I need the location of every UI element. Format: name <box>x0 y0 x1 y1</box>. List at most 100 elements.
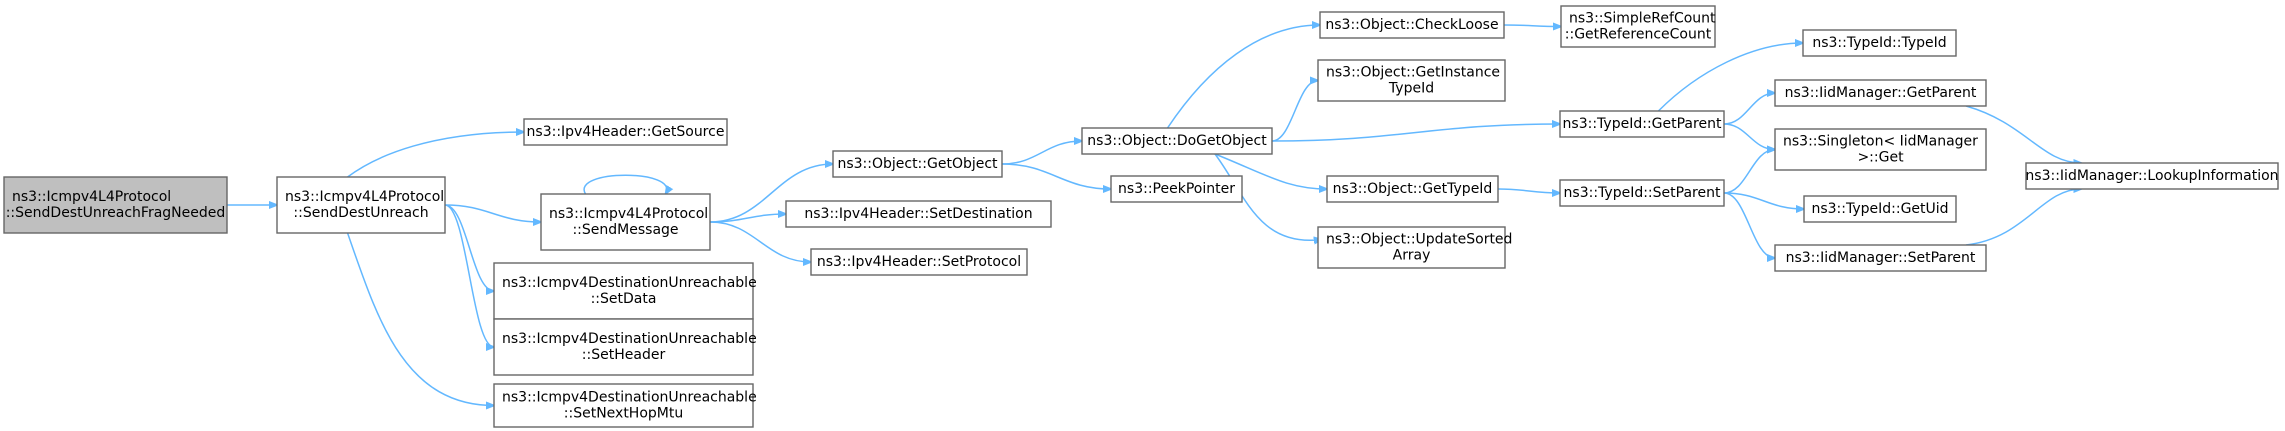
edge-typeIdSetParent-to-getUid <box>1723 192 1804 209</box>
edge-sendMessage-to-setProtocol <box>709 221 811 262</box>
node-label-setData-0: ns3::Icmpv4DestinationUnreachable <box>502 275 757 291</box>
node-label-sendDestUnreach-0: ns3::Icmpv4L4Protocol <box>285 189 444 205</box>
node-iidGetParent[interactable]: ns3::IidManager::GetParent <box>1774 79 1987 107</box>
edge-typeIdGetParent-to-iidGetParent <box>1723 93 1775 125</box>
node-box-setNextHopMtu <box>493 383 754 428</box>
node-setProtocol[interactable]: ns3::Ipv4Header::SetProtocol <box>810 248 1028 276</box>
node-box-typeIdSetParent <box>1559 179 1725 207</box>
edge-getTypeId-to-typeIdSetParent <box>1497 188 1560 193</box>
node-typeIdGetParent[interactable]: ns3::TypeId::GetParent <box>1559 110 1725 138</box>
node-getUid[interactable]: ns3::TypeId::GetUid <box>1803 195 1957 223</box>
node-box-singletonGet <box>1774 128 1987 171</box>
node-doGetObject[interactable]: ns3::Object::DoGetObject <box>1081 127 1273 155</box>
node-lookupInformation[interactable]: ns3::IidManager::LookupInformation <box>2025 162 2279 190</box>
node-label-setHeader-1: ::SetHeader <box>582 347 666 363</box>
edge-iidGetParent-to-lookupInformation <box>1965 105 2081 163</box>
node-label-updateSortedArray-1: Array <box>1393 248 1431 264</box>
edge-typeIdSetParent-to-singletonGet <box>1723 150 1775 194</box>
node-label-checkLoose-0: ns3::Object::CheckLoose <box>1325 17 1498 33</box>
edge-doGetObject-to-getTypeId <box>1214 153 1327 189</box>
node-box-updateSortedArray <box>1317 226 1506 269</box>
edge-doGetObject-to-checkLoose <box>1166 25 1321 129</box>
node-box-setDestination <box>785 200 1052 228</box>
node-label-getInstanceTypeId-0: ns3::Object::GetInstance <box>1326 65 1500 81</box>
edge-getObject-to-peekPointer <box>1001 163 1111 189</box>
node-label-peekPointer-0: ns3::PeekPointer <box>1118 181 1235 197</box>
node-box-typeIdGetParent <box>1559 110 1725 138</box>
edges-layer <box>227 25 2081 406</box>
nodes-layer: ns3::Icmpv4L4Protocol::SendDestUnreachFr… <box>3 5 2279 428</box>
node-label-iidGetParent-0: ns3::IidManager::GetParent <box>1785 85 1977 101</box>
node-root[interactable]: ns3::Icmpv4L4Protocol::SendDestUnreachFr… <box>3 176 228 234</box>
edge-doGetObject-to-updateSortedArray <box>1214 153 1322 240</box>
node-label-typeIdTypeId-0: ns3::TypeId::TypeId <box>1812 35 1946 51</box>
node-setData[interactable]: ns3::Icmpv4DestinationUnreachable::SetDa… <box>493 262 757 320</box>
node-box-setHeader <box>493 318 754 376</box>
node-label-getReferenceCount-0: ns3::SimpleRefCount <box>1569 11 1716 27</box>
node-label-iidSetParent-0: ns3::IidManager::SetParent <box>1786 250 1976 266</box>
node-label-typeIdGetParent-0: ns3::TypeId::GetParent <box>1563 116 1722 132</box>
node-box-iidGetParent <box>1774 79 1987 107</box>
node-iidSetParent[interactable]: ns3::IidManager::SetParent <box>1774 244 1987 272</box>
node-box-getTypeId <box>1326 175 1499 203</box>
edge-typeIdGetParent-to-singletonGet <box>1723 123 1775 150</box>
node-box-sendDestUnreach <box>276 176 446 234</box>
node-getSource[interactable]: ns3::Ipv4Header::GetSource <box>523 118 728 146</box>
node-label-lookupInformation-0: ns3::IidManager::LookupInformation <box>2025 168 2278 184</box>
node-label-doGetObject-0: ns3::Object::DoGetObject <box>1087 133 1267 149</box>
node-getObject[interactable]: ns3::Object::GetObject <box>832 150 1003 178</box>
node-label-getObject-0: ns3::Object::GetObject <box>837 156 998 172</box>
edge-iidSetParent-to-lookupInformation <box>1965 189 2081 246</box>
edge-doGetObject-to-getInstanceTypeId <box>1271 81 1318 142</box>
node-label-setNextHopMtu-1: ::SetNextHopMtu <box>564 406 683 422</box>
edge-sendMessage-to-setDestination <box>709 214 786 223</box>
node-label-getReferenceCount-1: ::GetReferenceCount <box>1565 27 1712 43</box>
node-peekPointer[interactable]: ns3::PeekPointer <box>1110 175 1243 203</box>
node-label-getUid-0: ns3::TypeId::GetUid <box>1811 201 1948 217</box>
node-label-getTypeId-0: ns3::Object::GetTypeId <box>1333 181 1493 197</box>
node-label-singletonGet-0: ns3::Singleton< IidManager <box>1783 134 1978 150</box>
node-label-setDestination-0: ns3::Ipv4Header::SetDestination <box>804 206 1032 222</box>
node-box-getObject <box>832 150 1003 178</box>
node-setNextHopMtu[interactable]: ns3::Icmpv4DestinationUnreachable::SetNe… <box>493 383 757 428</box>
node-label-updateSortedArray-0: ns3::Object::UpdateSorted <box>1326 232 1512 248</box>
node-checkLoose[interactable]: ns3::Object::CheckLoose <box>1319 11 1505 39</box>
node-getReferenceCount[interactable]: ns3::SimpleRefCount::GetReferenceCount <box>1560 5 1716 48</box>
edge-doGetObject-to-typeIdGetParent <box>1271 124 1560 142</box>
node-label-getInstanceTypeId-1: TypeId <box>1388 81 1434 97</box>
node-box-root <box>3 176 228 234</box>
node-label-setProtocol-0: ns3::Ipv4Header::SetProtocol <box>817 254 1021 270</box>
node-label-sendMessage-1: ::SendMessage <box>572 222 678 238</box>
node-getTypeId[interactable]: ns3::Object::GetTypeId <box>1326 175 1499 203</box>
node-box-getReferenceCount <box>1560 5 1716 48</box>
node-box-setProtocol <box>810 248 1028 276</box>
node-box-getSource <box>523 118 728 146</box>
node-label-setData-1: ::SetData <box>591 291 657 307</box>
edge-typeIdSetParent-to-iidSetParent <box>1723 192 1775 258</box>
edge-sendDestUnreach-to-sendMessage <box>444 204 541 222</box>
node-sendMessage[interactable]: ns3::Icmpv4L4Protocol::SendMessage <box>540 193 711 251</box>
node-label-root-0: ns3::Icmpv4L4Protocol <box>12 189 171 205</box>
node-label-singletonGet-1: >::Get <box>1857 150 1904 166</box>
node-setHeader[interactable]: ns3::Icmpv4DestinationUnreachable::SetHe… <box>493 318 757 376</box>
node-typeIdTypeId[interactable]: ns3::TypeId::TypeId <box>1802 29 1957 57</box>
node-label-sendDestUnreach-1: ::SendDestUnreach <box>293 205 428 221</box>
node-typeIdSetParent[interactable]: ns3::TypeId::SetParent <box>1559 179 1725 207</box>
node-sendDestUnreach[interactable]: ns3::Icmpv4L4Protocol::SendDestUnreach <box>276 176 446 234</box>
edge-getObject-to-doGetObject <box>1001 141 1082 165</box>
edge-sendMessage-to-getObject <box>709 164 833 223</box>
node-box-iidSetParent <box>1774 244 1987 272</box>
edge-sendDestUnreach-to-getSource <box>347 132 524 178</box>
node-label-getSource-0: ns3::Ipv4Header::GetSource <box>527 124 725 140</box>
edge-sendMessage-to-sendMessage <box>583 174 667 194</box>
node-singletonGet[interactable]: ns3::Singleton< IidManager >::Get <box>1774 128 1987 171</box>
edge-checkLoose-to-getReferenceCount <box>1503 25 1561 27</box>
node-box-setData <box>493 262 754 320</box>
node-box-getInstanceTypeId <box>1317 59 1506 102</box>
node-box-doGetObject <box>1081 127 1273 155</box>
node-setDestination[interactable]: ns3::Ipv4Header::SetDestination <box>785 200 1052 228</box>
node-label-setHeader-0: ns3::Icmpv4DestinationUnreachable <box>502 331 757 347</box>
